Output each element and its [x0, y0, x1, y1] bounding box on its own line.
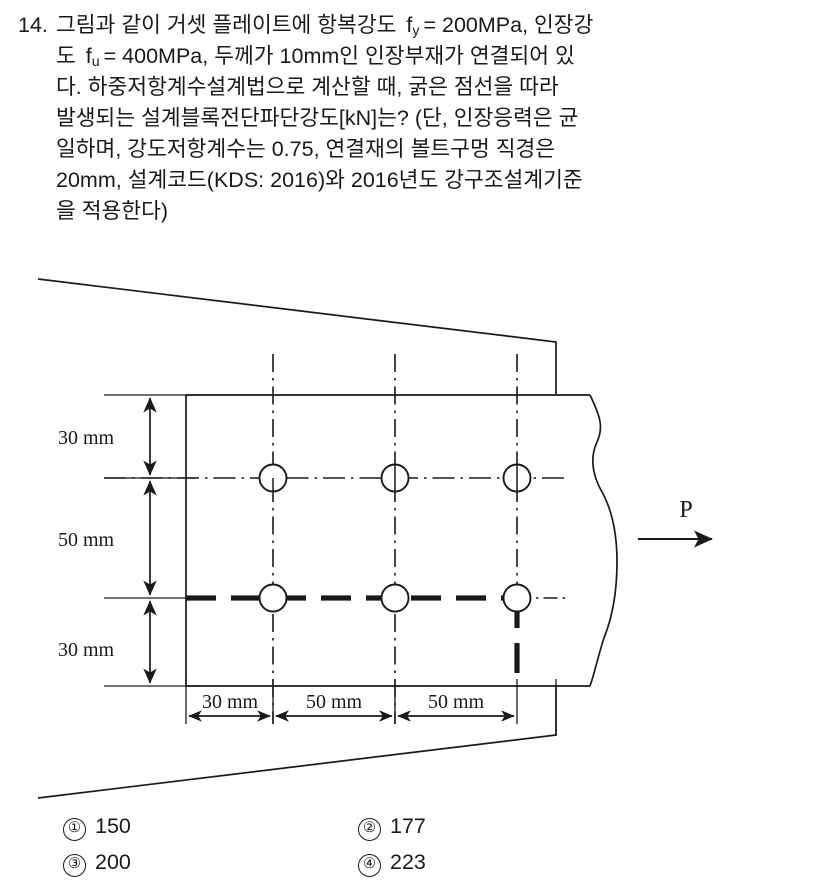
bolt-column-centerlines	[272, 354, 518, 724]
question-line-1-text-a: 그림과 같이 거셋 플레이트에 항복강도	[56, 13, 397, 37]
gusset-plate-outline	[37, 278, 557, 799]
question-line-7: 을 적용한다)	[56, 199, 169, 223]
answer-choice-1[interactable]: ① 150	[63, 812, 131, 841]
question-line-2-text-a: 도	[56, 44, 76, 68]
answer-choice-4-text: 223	[390, 850, 426, 874]
bolt-hole-r2-c2	[380, 583, 410, 613]
connection-diagram-svg: 30 mm 50 mm 30 mm 30 mm 50 mm 50 mm P	[37, 278, 713, 799]
answer-choice-4-marker: ④	[358, 854, 381, 877]
symbol-fy: fy	[406, 13, 420, 40]
question-line-2: 도 fu= 400MPa, 두께가 10mm인 인장부재가 연결되어 있	[56, 41, 816, 72]
question-line-4: 발생되는 설계블록전단파단강도[kN]는? (단, 인장응력은 균	[56, 106, 579, 130]
label-h-pitch2: 50 mm	[428, 691, 485, 713]
load-arrow-group: P	[638, 497, 713, 548]
vertical-dimension-labels: 30 mm 50 mm 30 mm	[58, 427, 115, 661]
bolt-hole-group-lower	[258, 583, 532, 613]
answer-choice-2[interactable]: ② 177	[358, 812, 426, 841]
block-shear-failure-path	[186, 595, 520, 686]
label-h-pitch1: 50 mm	[306, 691, 363, 713]
answer-choice-3-marker: ③	[63, 854, 86, 877]
gusset-top-edge	[37, 278, 557, 395]
question-line-2-text-b: = 400MPa, 두께가 10mm인 인장부재가 연결되어 있	[103, 44, 575, 68]
answer-choice-2-text: 177	[390, 814, 426, 838]
vertical-dimension-extensions	[104, 394, 196, 687]
load-label-P: P	[679, 497, 692, 523]
question-number: 14.	[18, 13, 48, 37]
connection-diagram: 30 mm 50 mm 30 mm 30 mm 50 mm 50 mm P	[0, 246, 826, 806]
answer-choice-2-marker: ②	[358, 818, 381, 841]
label-v-bottom: 30 mm	[58, 639, 115, 661]
question-text: 그림과 같이 거셋 플레이트에 항복강도 fy= 200MPa, 인장강 도 fu=…	[56, 10, 816, 227]
answer-choice-3-text: 200	[95, 850, 131, 874]
answer-choice-4[interactable]: ④ 223	[358, 848, 426, 877]
horizontal-dimension-labels: 30 mm 50 mm 50 mm	[202, 691, 485, 713]
answer-choice-3[interactable]: ③ 200	[63, 848, 131, 877]
answer-choice-1-text: 150	[95, 814, 131, 838]
question-line-6: 20mm, 설계코드(KDS: 2016)와 2016년도 강구조설계기준	[56, 168, 583, 192]
bolt-hole-r2-c3	[502, 583, 532, 613]
plate-break-line	[589, 394, 618, 687]
bolt-hole-r2-c1	[258, 583, 288, 613]
question-line-3: 다. 하중저항계수설계법으로 계산할 때, 굵은 점선을 따라	[56, 75, 559, 99]
label-h-edge: 30 mm	[202, 691, 259, 713]
symbol-fu: fu	[85, 44, 100, 71]
question-line-1: 그림과 같이 거셋 플레이트에 항복강도 fy= 200MPa, 인장강	[56, 10, 816, 41]
tension-member-plate	[185, 394, 618, 687]
label-v-middle: 50 mm	[58, 529, 115, 551]
bolt-hole-center-marks	[272, 465, 518, 491]
answer-choices: ① 150 ② 177 ③ 200 ④ 223	[0, 808, 826, 888]
label-v-top: 30 mm	[58, 427, 115, 449]
answer-choice-1-marker: ①	[63, 818, 86, 841]
horizontal-dimension-extensions	[185, 679, 557, 736]
question-line-1-text-b: = 200MPa, 인장강	[423, 13, 594, 37]
question-line-5: 일하며, 강도저항계수는 0.75, 연결재의 볼트구멍 직경은	[56, 137, 556, 161]
